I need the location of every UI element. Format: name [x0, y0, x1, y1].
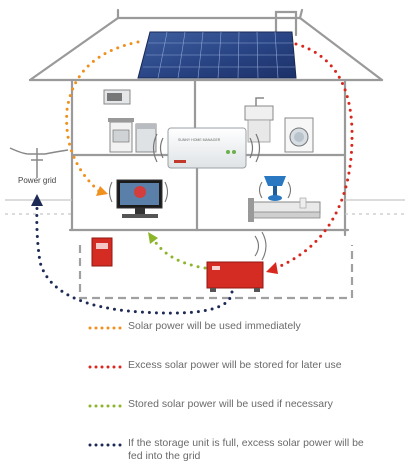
solar-panel-icon	[137, 31, 297, 79]
grid-feed-in-flow	[31, 194, 234, 315]
stove-icon	[108, 118, 134, 153]
dishwasher-icon	[135, 123, 157, 153]
green-dotted-line-icon	[88, 404, 124, 408]
red-dotted-line-icon	[88, 365, 124, 369]
bed-icon	[248, 197, 321, 222]
navy-dotted-line-icon	[88, 443, 124, 447]
lamp-icon	[258, 176, 292, 201]
washing-machine-icon	[284, 117, 314, 153]
energy-manager-icon: SUNNY HOME MANAGER	[152, 127, 261, 169]
solar-direct-use-flow	[65, 40, 140, 196]
legend-item-storage: Excess solar power will be stored for la…	[88, 359, 388, 393]
legend: Solar power will be used immediately Exc…	[88, 320, 388, 476]
basement-outline	[78, 245, 354, 300]
legend-text: If the storage unit is full, excess sola…	[128, 437, 364, 462]
tv-icon	[108, 179, 169, 218]
sink-icon	[244, 97, 274, 143]
orange-dotted-line-icon	[88, 326, 124, 330]
battery-icon	[206, 231, 267, 292]
legend-text: Excess solar power will be stored for la…	[128, 359, 342, 371]
solar-to-storage-flow	[266, 42, 354, 274]
storage-to-consumption-flow	[148, 232, 207, 270]
legend-item-immediate-use: Solar power will be used immediately	[88, 320, 388, 354]
utility-pole-icon	[9, 147, 69, 178]
legend-text: Stored solar power will be used if neces…	[128, 398, 333, 410]
svg-text:SUNNY HOME MANAGER: SUNNY HOME MANAGER	[178, 138, 221, 142]
inverter-icon	[91, 237, 113, 267]
legend-text: Solar power will be used immediately	[128, 320, 301, 332]
power-grid-label: Power grid	[18, 176, 57, 185]
microwave-icon	[103, 89, 131, 105]
legend-item-grid-feed-in: If the storage unit is full, excess sola…	[88, 437, 388, 471]
legend-item-stored-use: Stored solar power will be used if neces…	[88, 398, 388, 432]
